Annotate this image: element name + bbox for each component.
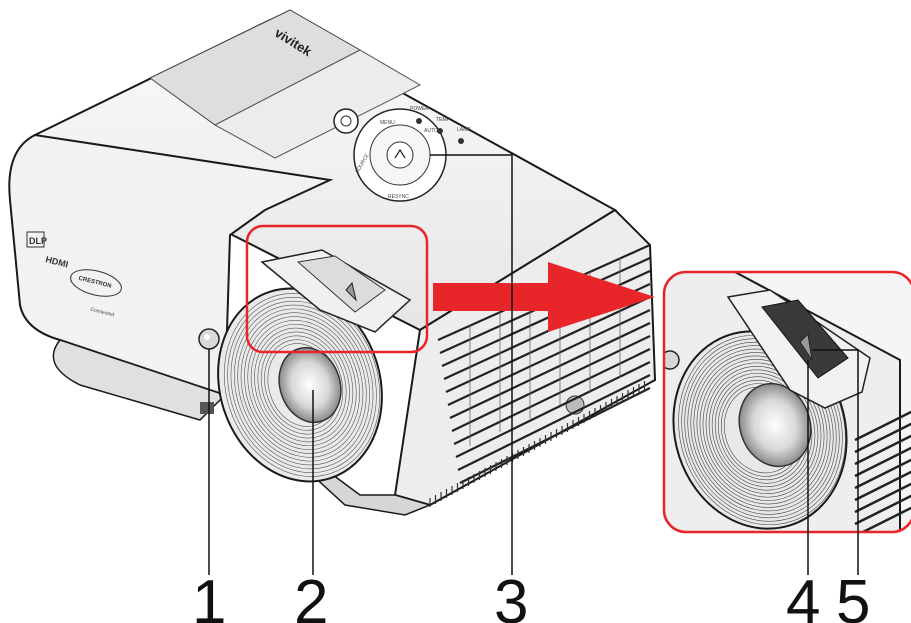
inset-vent-slat	[854, 492, 911, 526]
vent-slat	[457, 374, 651, 471]
keypad-label-resync: RESYNC	[388, 194, 409, 200]
lens-ring	[254, 327, 350, 443]
inset-vent-slat	[854, 480, 911, 514]
lens-ring	[227, 297, 377, 473]
led-label-temp: TEMP	[436, 117, 451, 123]
inset-lens-ring	[693, 352, 831, 508]
dlp-logo: DLP	[29, 236, 47, 246]
power-button	[333, 108, 359, 134]
inset-lens-ring	[696, 355, 828, 505]
vent-slat	[453, 348, 651, 445]
lens-ring	[240, 312, 364, 458]
zoom-inset-frame	[662, 270, 911, 534]
inset-vent-slat	[854, 408, 911, 442]
lens-top-control	[260, 249, 412, 333]
inset-lens-ring	[702, 362, 822, 498]
vent-slat	[445, 296, 651, 393]
led-label-power: POWER	[410, 106, 429, 112]
inset-vent-slat	[854, 432, 911, 466]
vent-slat	[459, 387, 651, 484]
lens-ring	[234, 304, 370, 466]
inset-lens-ring	[681, 338, 843, 522]
ir-receiver	[198, 328, 220, 350]
vent-slat	[447, 309, 651, 406]
callout-4: 4	[786, 568, 820, 623]
zoom-inset	[664, 272, 911, 532]
bottom-vents	[429, 381, 646, 507]
led-label-lamp: LAMP	[457, 127, 471, 133]
highlight-box	[245, 224, 429, 354]
lens-ring	[250, 323, 354, 447]
lens-ring	[244, 316, 360, 454]
inset-lens-ring	[678, 334, 846, 526]
callout-5: 5	[836, 568, 870, 623]
keypad-label-auto: AUTO	[424, 128, 438, 134]
inset-vent-slat	[854, 444, 911, 478]
inset-lens-ring	[708, 369, 816, 491]
vent-slat	[451, 335, 651, 432]
vent-slat	[449, 322, 651, 419]
inset-lens-ring	[690, 348, 834, 512]
inset-lens-ring	[705, 366, 819, 494]
inset-lens-ring	[684, 341, 840, 519]
lens-rings	[223, 293, 381, 477]
red-arrow	[433, 262, 655, 332]
lens-ring	[237, 308, 367, 462]
inset-vent-slat	[854, 420, 911, 454]
crestron-sub: Connected	[90, 307, 115, 319]
lens-ring	[247, 320, 357, 450]
keypad-label-menu: MENU	[380, 120, 395, 126]
inset-lens-ring	[699, 359, 825, 501]
callout-3: 3	[494, 568, 528, 623]
side-vents	[437, 243, 651, 484]
lens-ring	[257, 331, 347, 439]
lens-ring	[230, 300, 374, 470]
leader-line-3	[430, 154, 513, 575]
callout-2: 2	[294, 568, 328, 623]
lens-ring	[260, 335, 344, 435]
indicator-leds: POWER TEMP LAMP	[410, 106, 471, 144]
leader-line-5	[812, 349, 859, 575]
vent-slat	[455, 361, 651, 458]
callout-1: 1	[192, 568, 226, 623]
lens-ring	[223, 293, 381, 477]
inset-vent-slat	[854, 456, 911, 490]
inset-vent-slat	[854, 468, 911, 502]
leader-lines	[208, 154, 859, 575]
lens-assembly	[217, 287, 383, 483]
inset-lens-ring	[687, 345, 837, 515]
keypad: MENU SOURCE AUTO RESYNC	[353, 108, 447, 202]
